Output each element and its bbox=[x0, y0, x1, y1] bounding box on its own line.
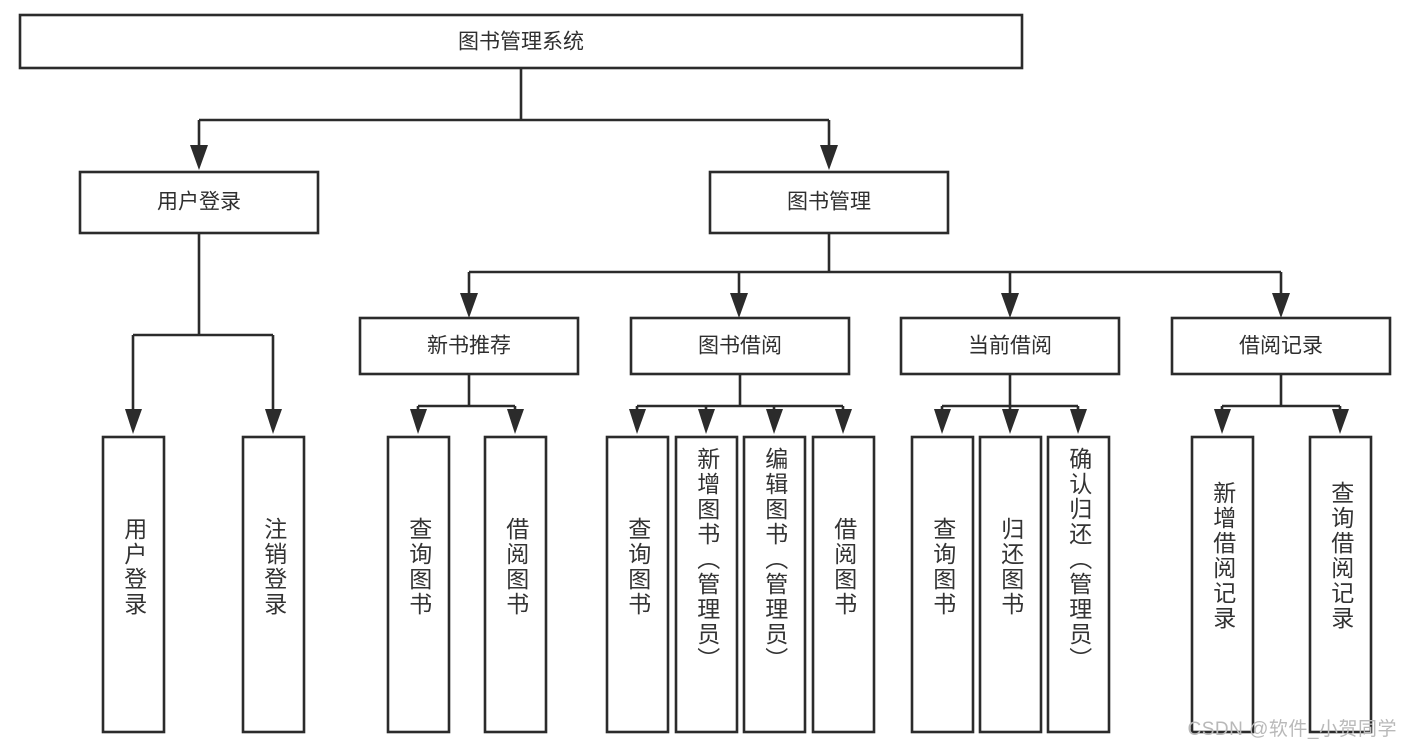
leaf-box-query-book-2[interactable] bbox=[605, 435, 670, 734]
node-root-label: 图书管理系统 bbox=[458, 31, 584, 54]
node-current-borrow-label: 当前借阅 bbox=[968, 335, 1052, 358]
node-book-borrow-label: 图书借阅 bbox=[698, 335, 782, 358]
arrow-to-leaf-borrow-book-1 bbox=[507, 409, 524, 434]
node-new-book-rec-box[interactable] bbox=[358, 316, 580, 376]
leaf-box-add-book[interactable] bbox=[674, 435, 739, 734]
node-borrow-record-box[interactable] bbox=[1170, 316, 1392, 376]
node-book-borrow-box[interactable] bbox=[629, 316, 851, 376]
arrow-to-leaf-query-book-1 bbox=[410, 409, 427, 434]
arrow-to-book-mgmt bbox=[820, 145, 838, 170]
arrow-to-user-login bbox=[190, 145, 208, 170]
node-current-borrow-box[interactable] bbox=[899, 316, 1121, 376]
node-new-book-rec-label: 新书推荐 bbox=[427, 335, 511, 358]
arrow-to-leaf-query-book-2 bbox=[629, 409, 646, 434]
leaf-box-logout[interactable] bbox=[241, 435, 306, 734]
node-book-mgmt-label: 图书管理 bbox=[787, 191, 871, 214]
arrow-to-leaf-return-book bbox=[1002, 409, 1019, 434]
leaf-box-borrow-book-1[interactable] bbox=[483, 435, 548, 734]
node-borrow-record-label: 借阅记录 bbox=[1239, 335, 1323, 358]
leaf-box-borrow-book-2[interactable] bbox=[811, 435, 876, 734]
arrow-to-leaf-add-record bbox=[1214, 409, 1231, 434]
leaf-box-user-login[interactable] bbox=[101, 435, 166, 734]
arrow-to-leaf-query-record bbox=[1332, 409, 1349, 434]
arrow-to-leaf-borrow-book-2 bbox=[835, 409, 852, 434]
arrow-to-leaf-logout bbox=[265, 409, 282, 434]
leaf-box-edit-book[interactable] bbox=[742, 435, 807, 734]
arrow-to-leaf-confirm-return bbox=[1070, 409, 1087, 434]
watermark-text: CSDN @软件_小贺同学 bbox=[1187, 719, 1397, 740]
arrow-to-leaf-user-login bbox=[125, 409, 142, 434]
leaf-box-confirm-return[interactable] bbox=[1046, 435, 1111, 734]
leaf-box-query-book-3[interactable] bbox=[910, 435, 975, 734]
arrow-to-book-borrow bbox=[730, 293, 748, 318]
arrow-to-leaf-edit-book bbox=[766, 409, 783, 434]
node-book-mgmt-box[interactable] bbox=[708, 170, 950, 235]
arrow-to-leaf-add-book bbox=[698, 409, 715, 434]
leaf-box-return-book[interactable] bbox=[978, 435, 1043, 734]
arrow-to-borrow-record bbox=[1272, 293, 1290, 318]
arrow-to-leaf-query-book-3 bbox=[934, 409, 951, 434]
leaf-box-query-book-1[interactable] bbox=[386, 435, 451, 734]
arrow-to-current-borrow bbox=[1001, 293, 1019, 318]
leaf-box-query-record[interactable] bbox=[1308, 435, 1373, 734]
node-root-box[interactable] bbox=[18, 13, 1024, 70]
arrow-to-new-book-rec bbox=[460, 293, 478, 318]
node-user-login-label: 用户登录 bbox=[157, 191, 241, 214]
leaf-box-add-record[interactable] bbox=[1190, 435, 1255, 734]
